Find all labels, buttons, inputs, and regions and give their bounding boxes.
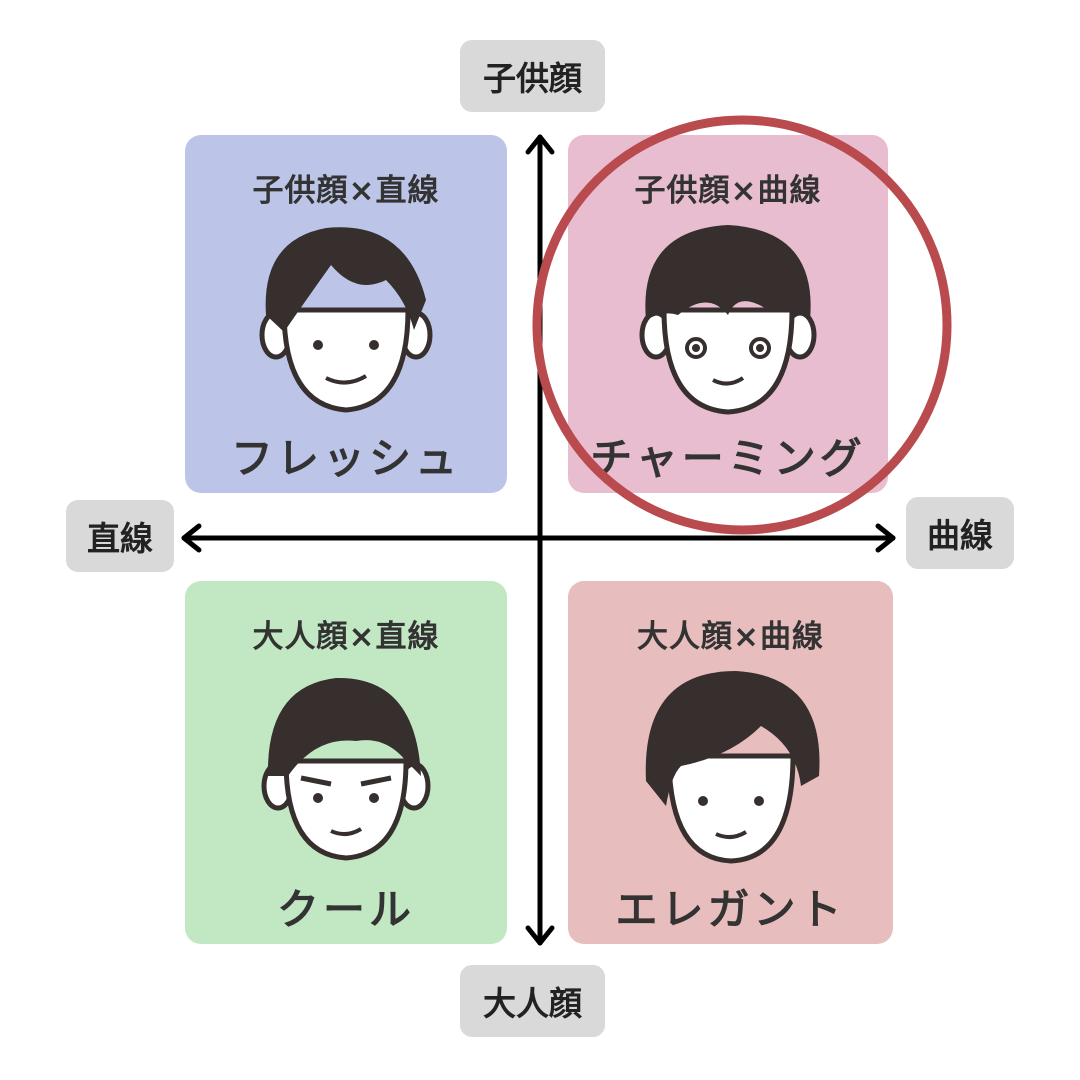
face-cool-icon	[261, 677, 431, 861]
arrow-left-icon	[181, 523, 202, 553]
quadrant-fresh: 子供顔×直線 フレッシュ	[185, 135, 507, 493]
face-fresh-icon	[259, 227, 433, 413]
face-charming-icon	[639, 225, 817, 415]
quadrant-name: チャーミング	[590, 434, 866, 483]
axis-label-top: 子供顔	[460, 40, 605, 112]
quadrant-title: 子供顔×直線	[252, 173, 440, 209]
quadrant-title: 大人顔×曲線	[637, 619, 824, 655]
quadrant-name: フレッシュ	[230, 434, 461, 483]
axis-label-left: 直線	[66, 500, 174, 572]
face-elegant-icon	[645, 671, 820, 864]
quadrant-name: エレガント	[615, 885, 846, 934]
quadrant-cool: 大人顔×直線 クール	[185, 581, 507, 944]
quadrant-title: 子供顔×曲線	[634, 173, 822, 209]
axis-label-right: 曲線	[906, 497, 1014, 569]
quadrant-title: 大人顔×直線	[252, 619, 440, 655]
quadrant-name: クール	[276, 885, 415, 934]
arrow-down-icon	[525, 925, 555, 946]
quadrant-charming: 子供顔×曲線 チャーミング	[568, 135, 888, 493]
arrow-up-icon	[525, 134, 555, 155]
arrow-right-icon	[875, 523, 896, 553]
quadrant-elegant: 大人顔×曲線 エレガント	[568, 581, 893, 944]
axis-label-bottom: 大人顔	[460, 965, 605, 1037]
highlight-circle	[532, 115, 952, 535]
